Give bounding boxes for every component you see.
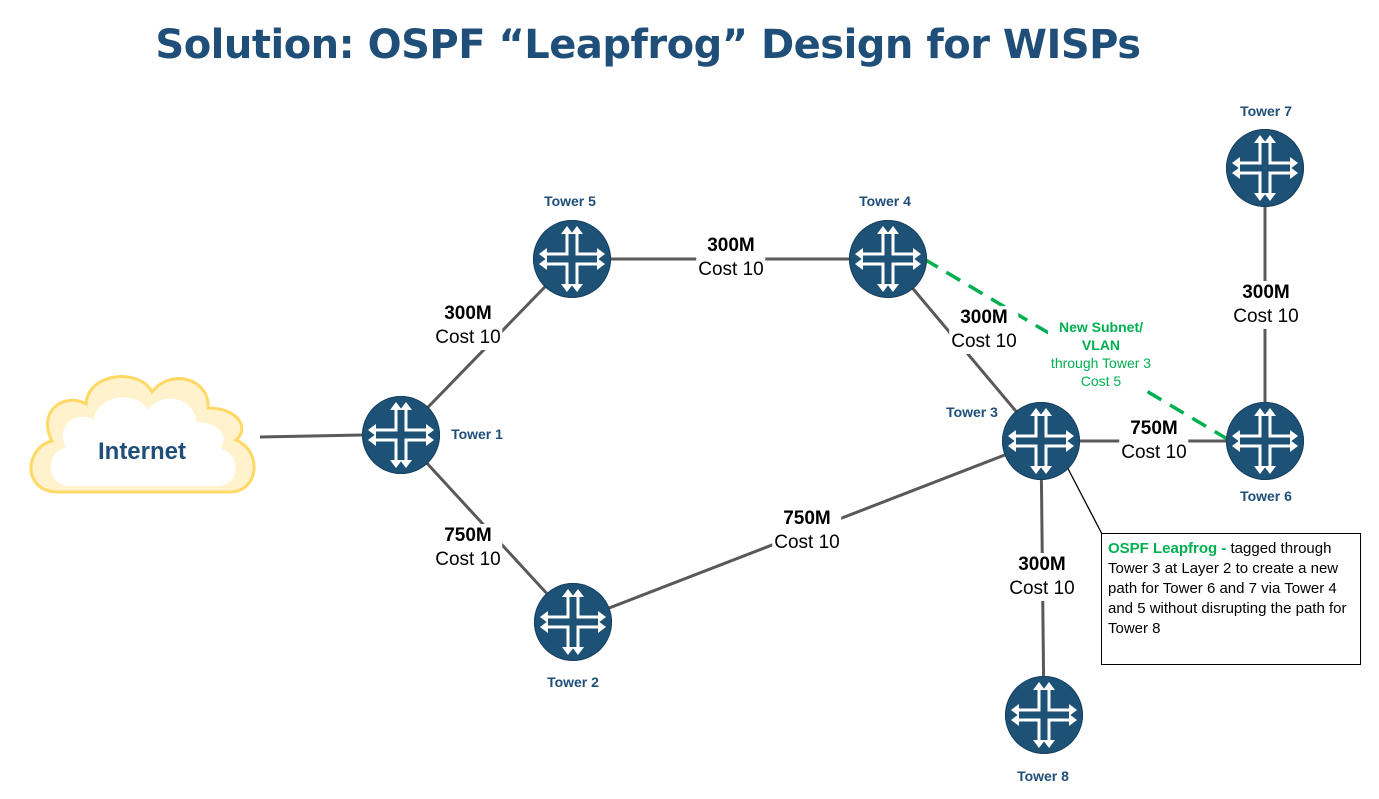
cost-value: Cost 10	[1009, 578, 1075, 599]
tower-5-label: Tower 5	[544, 193, 596, 209]
router-tower-7-icon	[1226, 129, 1304, 207]
cost-value: Cost 10	[774, 532, 840, 553]
link-label-t1-t5: 300M Cost 10	[433, 302, 503, 350]
bandwidth-value: 750M	[444, 525, 492, 546]
tower-1-label: Tower 1	[451, 426, 503, 442]
page-title: Solution: OSPF “Leapfrog” Design for WIS…	[155, 22, 1141, 68]
leapfrog-link-label: New Subnet/ VLAN through Tower 3 Cost 5	[1047, 318, 1155, 390]
leapfrog-line-1: New Subnet/	[1058, 319, 1144, 335]
leapfrog-line-4: Cost 5	[1080, 373, 1122, 389]
internet-label: Internet	[97, 438, 186, 465]
router-tower-3-icon	[1002, 402, 1080, 480]
router-tower-4-icon	[849, 220, 927, 298]
tower-6-label: Tower 6	[1240, 488, 1292, 504]
bandwidth-value: 300M	[1242, 282, 1290, 303]
cost-value: Cost 10	[435, 327, 501, 348]
tower-4-label: Tower 4	[859, 193, 911, 209]
router-tower-2-icon	[534, 583, 612, 661]
tower-8-label: Tower 8	[1017, 768, 1069, 784]
link-label-t4-t3: 300M Cost 10	[949, 306, 1019, 354]
cost-value: Cost 10	[1121, 442, 1187, 463]
cost-value: Cost 10	[698, 259, 764, 280]
bandwidth-value: 300M	[960, 307, 1008, 328]
link-internet-t1	[259, 433, 363, 439]
note-highlight: OSPF Leapfrog -	[1108, 540, 1227, 557]
cost-value: Cost 10	[1233, 306, 1299, 327]
leapfrog-line-3: through Tower 3	[1050, 355, 1152, 371]
link-label-t3-t6: 750M Cost 10	[1119, 417, 1189, 465]
bandwidth-value: 300M	[1018, 554, 1066, 575]
router-tower-8-icon	[1005, 676, 1083, 754]
link-label-t2-t3: 750M Cost 10	[772, 507, 842, 555]
router-tower-5-icon	[533, 220, 611, 298]
internet-cloud-icon	[29, 375, 256, 494]
tower-3-label: Tower 3	[946, 404, 998, 420]
bandwidth-value: 750M	[1130, 418, 1178, 439]
bandwidth-value: 300M	[444, 303, 492, 324]
link-label-t1-t2: 750M Cost 10	[433, 524, 503, 572]
leapfrog-note-box: OSPF Leapfrog - tagged through Tower 3 a…	[1101, 533, 1361, 665]
link-label-t6-t7: 300M Cost 10	[1231, 281, 1301, 329]
cost-value: Cost 10	[435, 549, 501, 570]
note-pointer-line	[1063, 460, 1103, 535]
bandwidth-value: 300M	[707, 235, 755, 256]
router-tower-6-icon	[1226, 402, 1304, 480]
link-label-t5-t4: 300M Cost 10	[696, 234, 766, 282]
tower-7-label: Tower 7	[1240, 103, 1292, 119]
leapfrog-line-2: VLAN	[1081, 337, 1121, 353]
note-text: tagged through Tower 3 at Layer 2 to cre…	[1108, 540, 1347, 637]
router-tower-1-icon	[362, 396, 440, 474]
cost-value: Cost 10	[951, 331, 1017, 352]
tower-2-label: Tower 2	[547, 674, 599, 690]
link-label-t3-t8: 300M Cost 10	[1007, 553, 1077, 601]
leapfrog-link	[923, 257, 1230, 442]
bandwidth-value: 750M	[783, 508, 831, 529]
